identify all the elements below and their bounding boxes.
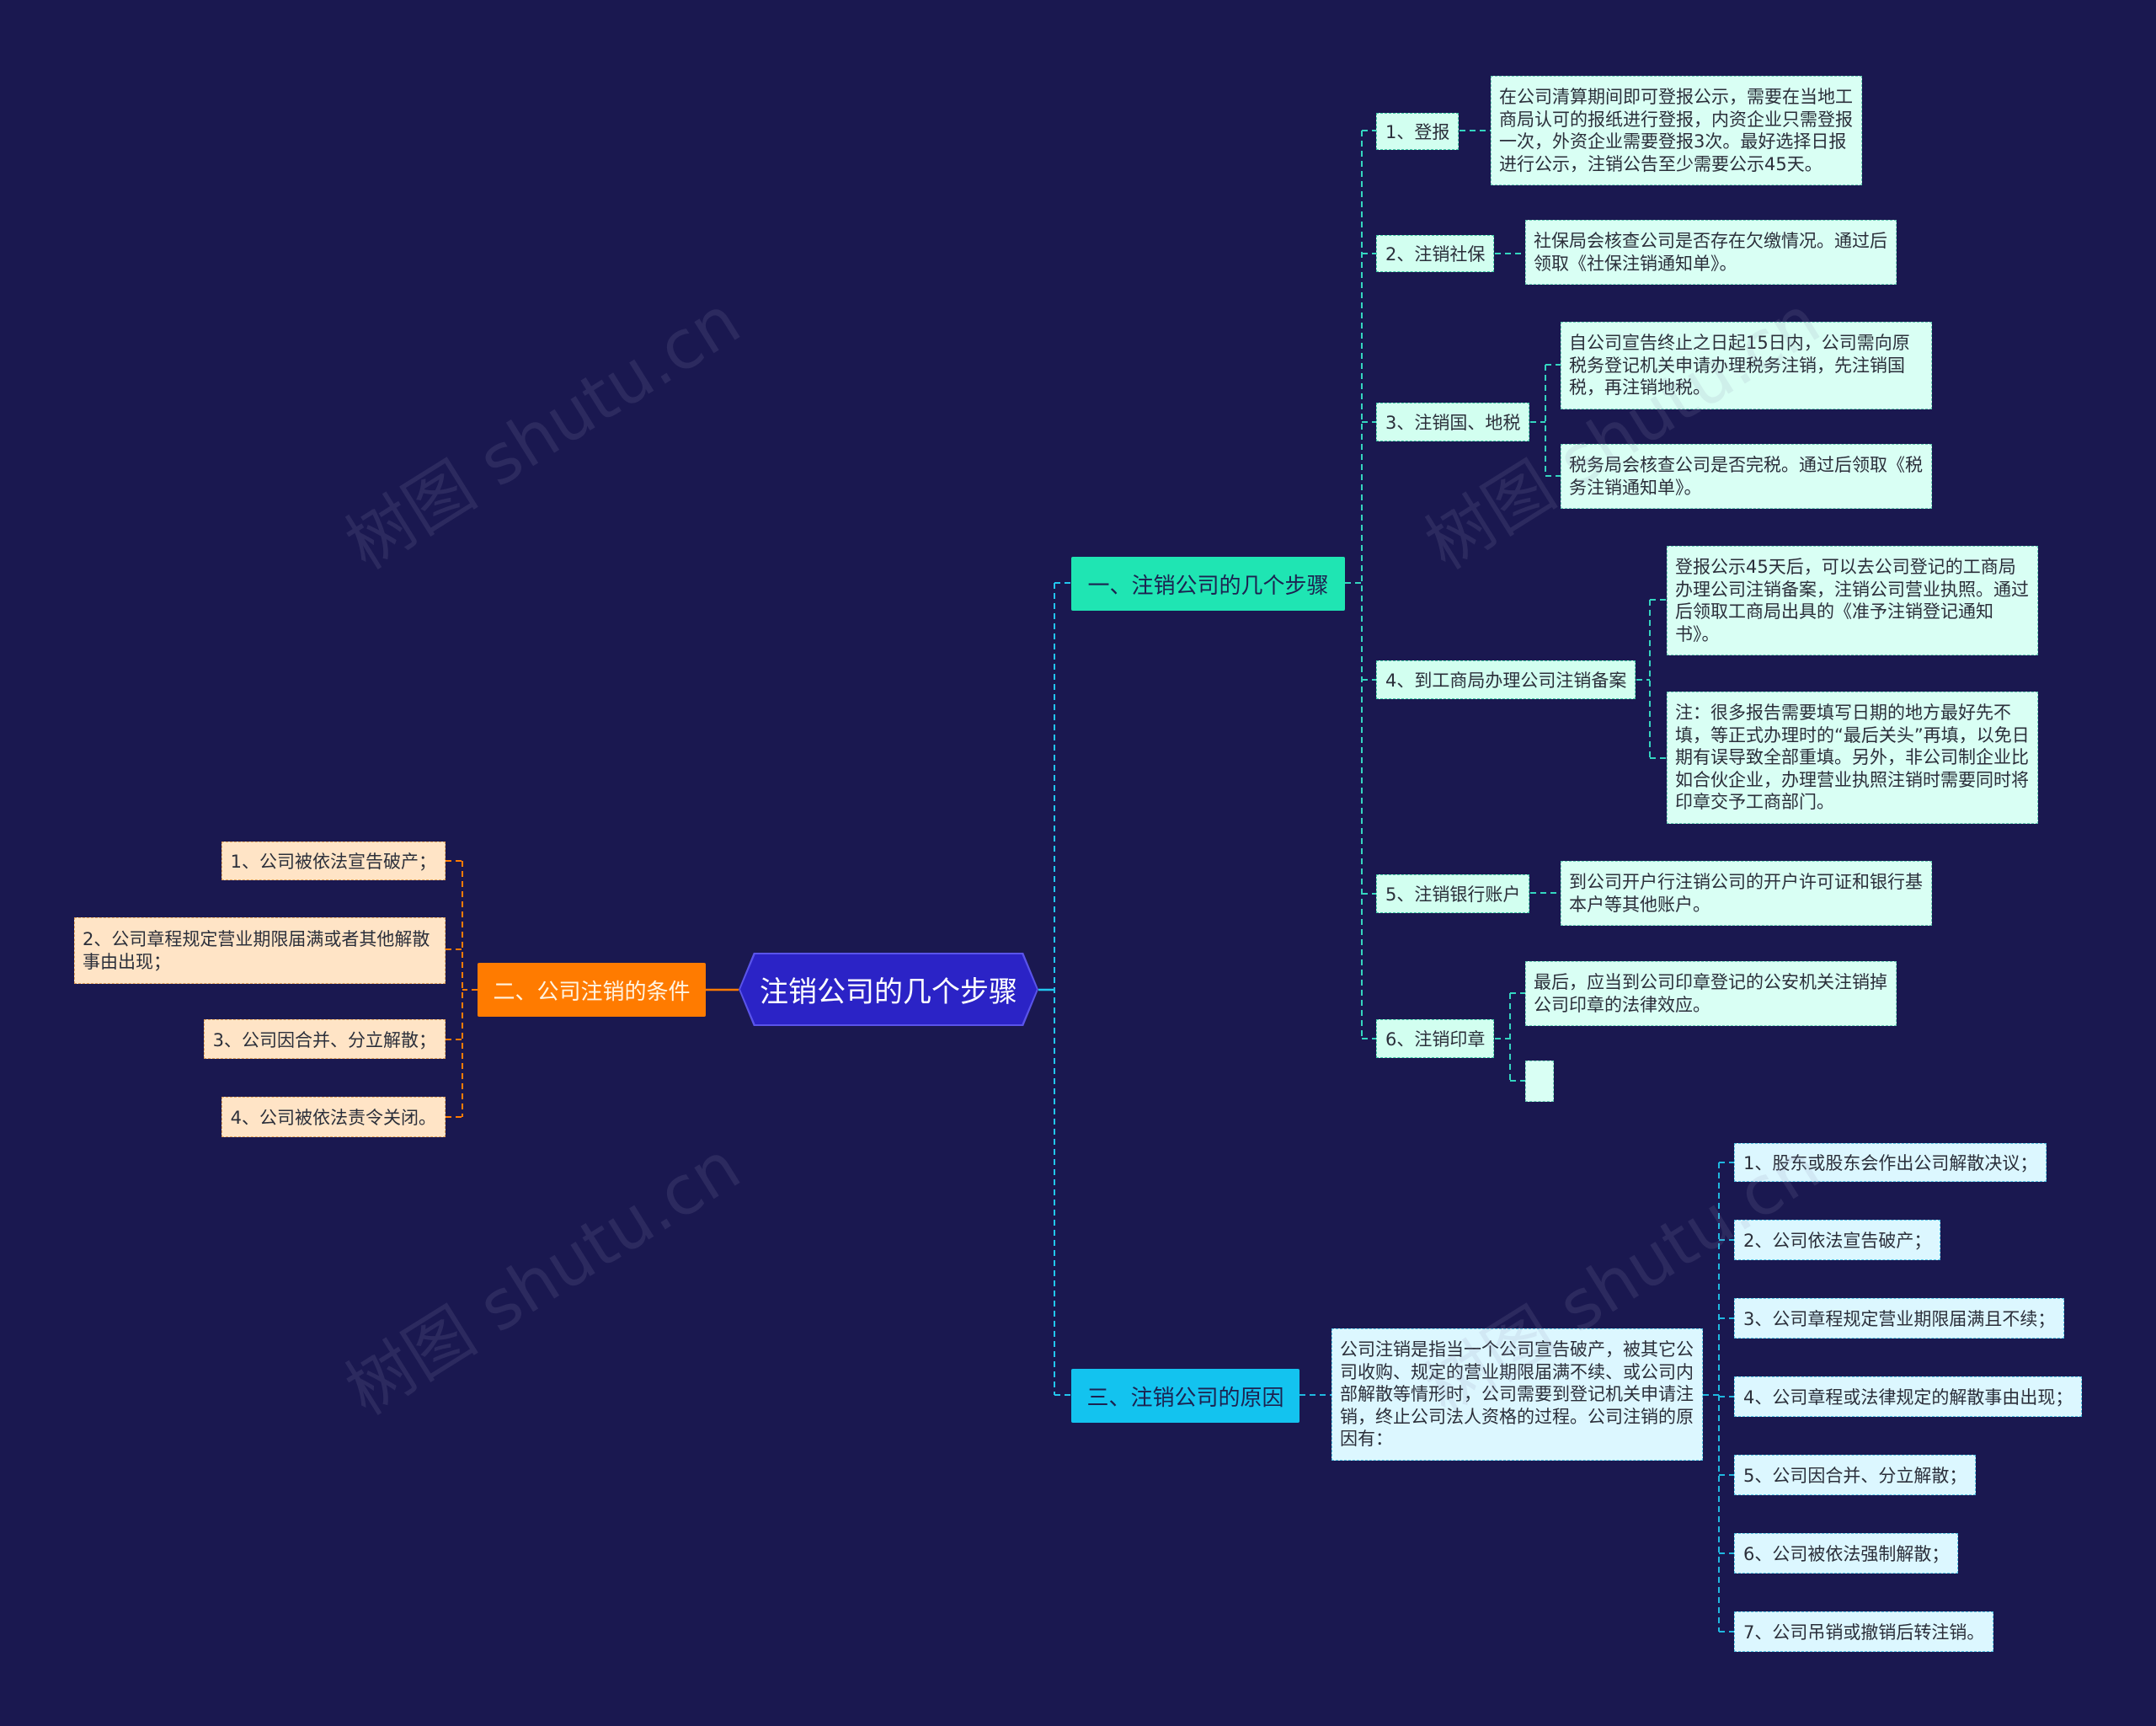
step-item-social-security[interactable]: 2、注销社保 xyxy=(1376,235,1495,272)
condition-item[interactable]: 2、公司章程规定营业期限届满或者其他解散事由出现； xyxy=(74,917,446,984)
step-detail[interactable]: 注：很多报告需要填写日期的地方最好先不填，等正式办理时的“最后关头”再填，以免日… xyxy=(1667,692,2038,824)
step-detail[interactable]: 登报公示45天后，可以去公司登记的工商局办理公司注销备案，注销公司营业执照。通过… xyxy=(1667,546,2038,655)
reason-item[interactable]: 4、公司章程或法律规定的解散事由出现； xyxy=(1734,1376,2083,1417)
root-node[interactable]: 注销公司的几个步骤 xyxy=(739,953,1038,1026)
condition-item[interactable]: 3、公司因合并、分立解散； xyxy=(203,1019,446,1059)
step-item-publish[interactable]: 1、登报 xyxy=(1376,113,1460,150)
condition-item[interactable]: 1、公司被依法宣告破产； xyxy=(221,842,446,880)
step-item-seal[interactable]: 6、注销印章 xyxy=(1376,1019,1495,1058)
step-item-business-bureau[interactable]: 4、到工商局办理公司注销备案 xyxy=(1376,660,1636,699)
root-label: 注销公司的几个步骤 xyxy=(740,954,1037,1024)
reason-item[interactable]: 3、公司章程规定营业期限届满且不续； xyxy=(1734,1298,2065,1339)
steps-connectors xyxy=(1345,130,1667,1082)
step-item-tax[interactable]: 3、注销国、地税 xyxy=(1376,403,1530,441)
branch-conditions[interactable]: 二、公司注销的条件 xyxy=(478,963,706,1017)
step-item-bank-account[interactable]: 5、注销银行账户 xyxy=(1376,874,1530,913)
step-detail[interactable]: 社保局会核查公司是否存在欠缴情况。通过后领取《社保注销通知单》。 xyxy=(1525,220,1897,285)
condition-item[interactable]: 4、公司被依法责令关闭。 xyxy=(221,1097,446,1137)
trunk-connectors xyxy=(1038,582,1071,1396)
branch-reasons[interactable]: 三、注销公司的原因 xyxy=(1071,1369,1299,1423)
branch-steps[interactable]: 一、注销公司的几个步骤 xyxy=(1071,557,1345,611)
reason-item[interactable]: 2、公司依法宣告破产； xyxy=(1734,1220,1941,1260)
step-detail[interactable]: 在公司清算期间即可登报公示，需要在当地工商局认可的报纸进行登报，内资企业只需登报… xyxy=(1491,76,1862,185)
step-detail[interactable]: 税务局会核查公司是否完税。通过后领取《税务注销通知单》。 xyxy=(1561,444,1932,509)
reason-item[interactable]: 6、公司被依法强制解散； xyxy=(1734,1533,1959,1574)
reason-item[interactable]: 1、股东或股东会作出公司解散决议； xyxy=(1734,1143,2047,1182)
empty-detail-node[interactable] xyxy=(1525,1061,1554,1102)
step-detail[interactable]: 最后，应当到公司印章登记的公安机关注销掉公司印章的法律效应。 xyxy=(1525,961,1897,1026)
reasons-connectors xyxy=(1299,1162,1734,1632)
step-detail[interactable]: 自公司宣告终止之日起15日内，公司需向原税务登记机关申请办理税务注销，先注销国税… xyxy=(1561,322,1932,409)
reasons-summary[interactable]: 公司注销是指当一个公司宣告破产，被其它公司收购、规定的营业期限届满不续、或公司内… xyxy=(1331,1328,1703,1461)
step-detail[interactable]: 到公司开户行注销公司的开户许可证和银行基本户等其他账户。 xyxy=(1561,861,1932,926)
reason-item[interactable]: 7、公司吊销或撤销后转注销。 xyxy=(1734,1611,1994,1652)
conditions-connectors xyxy=(446,860,739,1118)
reason-item[interactable]: 5、公司因合并、分立解散； xyxy=(1734,1455,1977,1495)
